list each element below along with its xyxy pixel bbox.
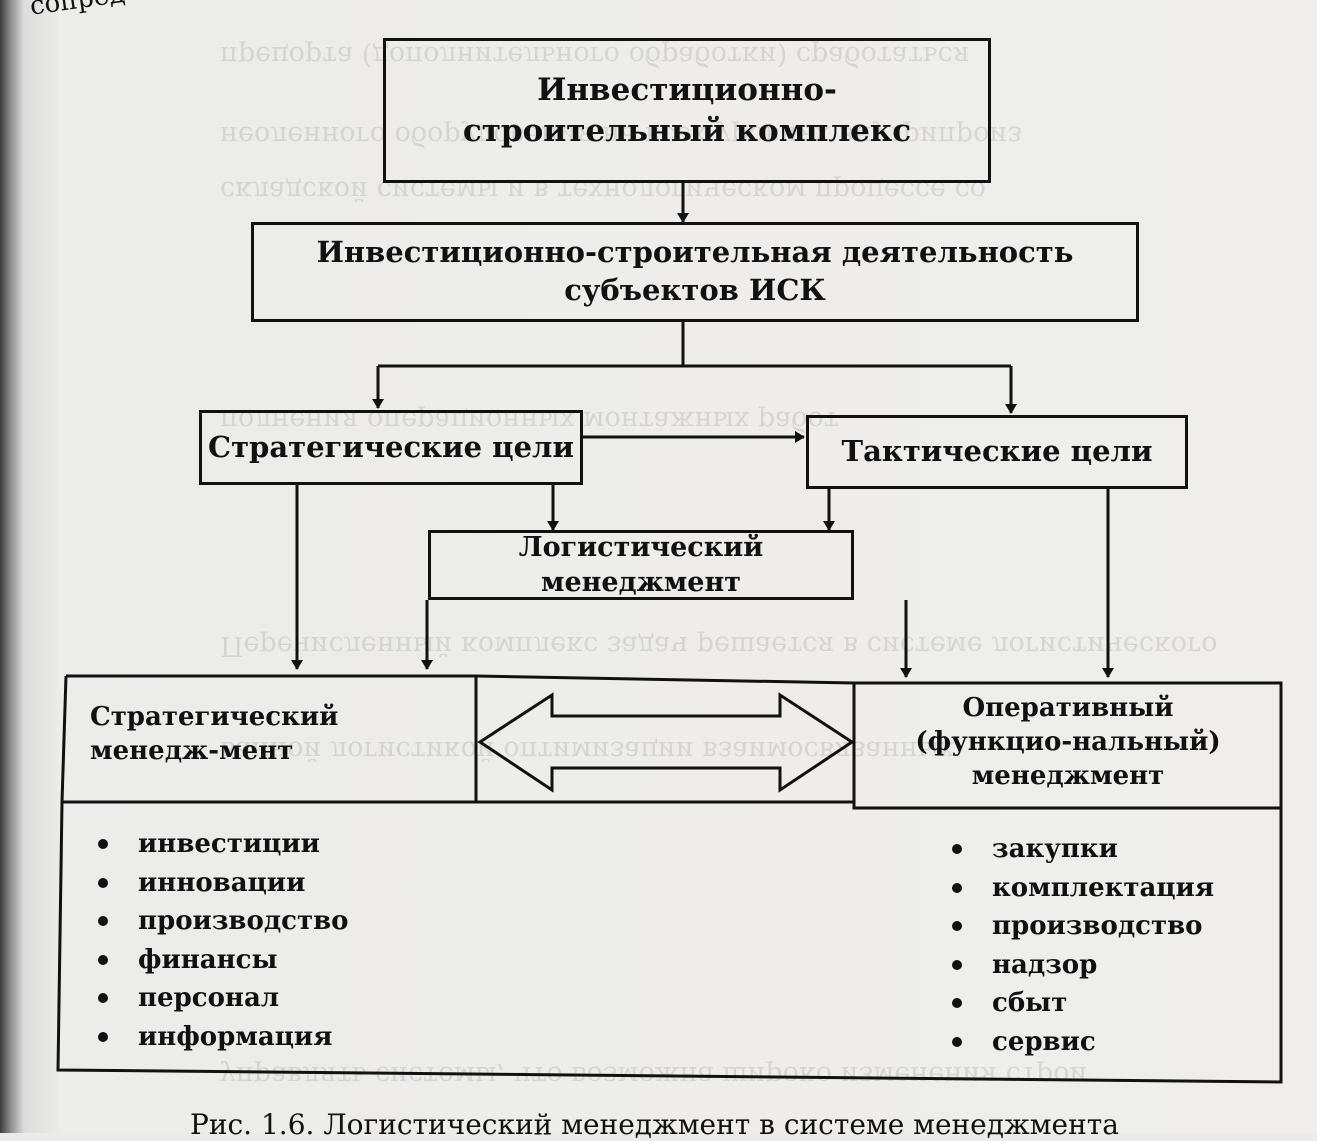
node-strategic-mgmt: Стратегический менедж-мент bbox=[72, 680, 472, 790]
list-item-label: инновации bbox=[138, 867, 306, 898]
node-logistic-mgmt-label: Логистический менеджмент bbox=[518, 531, 764, 598]
bullet-icon bbox=[98, 839, 108, 849]
list-item-label: сбыт bbox=[992, 988, 1068, 1018]
node-strategic-goals-label: Стратегические цели bbox=[208, 429, 574, 464]
bullet-icon bbox=[952, 921, 962, 931]
node-activity-label: Инвестиционно-строительная деятельность … bbox=[316, 235, 1074, 307]
node-strategic-mgmt-label: Стратегический менедж-мент bbox=[90, 702, 339, 766]
bullet-icon bbox=[952, 998, 962, 1008]
bullet-icon bbox=[952, 882, 962, 893]
node-operative-mgmt-label: Оперативный (функцио-нальный) менеджмент bbox=[915, 693, 1221, 791]
list-item: надзор bbox=[952, 946, 1214, 985]
list-item-label: надзор bbox=[992, 949, 1098, 980]
node-logistic-mgmt: Логистический менеджмент bbox=[428, 530, 854, 600]
bullet-icon bbox=[98, 1031, 108, 1042]
list-item: сбыт bbox=[952, 984, 1214, 1023]
node-activity: Инвестиционно-строительная деятельность … bbox=[251, 222, 1139, 322]
list-item: закупки bbox=[952, 830, 1214, 869]
bullet-icon bbox=[98, 877, 108, 888]
bullet-icon bbox=[98, 916, 108, 926]
strategic-mgmt-list: инвестиции инновации производство финанс… bbox=[98, 825, 349, 1056]
list-item-label: информация bbox=[138, 1021, 333, 1052]
list-item-label: закупки bbox=[992, 834, 1118, 864]
list-item-label: производство bbox=[138, 906, 349, 936]
bullet-icon bbox=[98, 954, 108, 965]
bullet-icon bbox=[952, 1036, 962, 1047]
bullet-icon bbox=[952, 844, 962, 854]
bottom-frame-top-middle bbox=[475, 674, 855, 685]
list-item-label: финансы bbox=[138, 944, 278, 975]
node-isk: Инвестиционно-строительный комплекс bbox=[383, 38, 991, 183]
node-tactical-goals-label: Тактические цели bbox=[841, 434, 1153, 469]
node-operative-mgmt: Оперативный (функцио-нальный) менеджмент bbox=[858, 688, 1278, 798]
list-item-label: персонал bbox=[138, 983, 280, 1013]
bullet-icon bbox=[98, 993, 108, 1003]
list-item: сервис bbox=[952, 1023, 1214, 1062]
bottom-frame-left bbox=[60, 675, 68, 803]
list-item-label: производство bbox=[992, 911, 1203, 941]
node-tactical-goals: Тактические цели bbox=[806, 415, 1188, 489]
list-item-label: инвестиции bbox=[138, 829, 320, 859]
list-item-label: сервис bbox=[992, 1026, 1096, 1057]
list-item: информация bbox=[98, 1018, 349, 1057]
list-item: производство bbox=[98, 902, 349, 941]
figure-caption: Рис. 1.6. Логистический менеджмент в сис… bbox=[190, 1108, 1119, 1141]
list-item: инвестиции bbox=[98, 825, 349, 864]
list-item: финансы bbox=[98, 941, 349, 980]
list-item-label: комплектация bbox=[992, 872, 1215, 903]
list-item: комплектация bbox=[952, 869, 1214, 908]
bullet-icon bbox=[952, 959, 962, 970]
operative-mgmt-list: закупки комплектация производство надзор… bbox=[952, 830, 1214, 1061]
list-item: инновации bbox=[98, 864, 349, 903]
bottom-frame bbox=[56, 674, 1283, 1084]
list-item: персонал bbox=[98, 979, 349, 1018]
node-isk-label: Инвестиционно-строительный комплекс bbox=[462, 72, 912, 149]
list-item: производство bbox=[952, 907, 1214, 946]
double-arrow-shape bbox=[477, 692, 855, 793]
node-strategic-goals: Стратегические цели bbox=[199, 410, 583, 485]
